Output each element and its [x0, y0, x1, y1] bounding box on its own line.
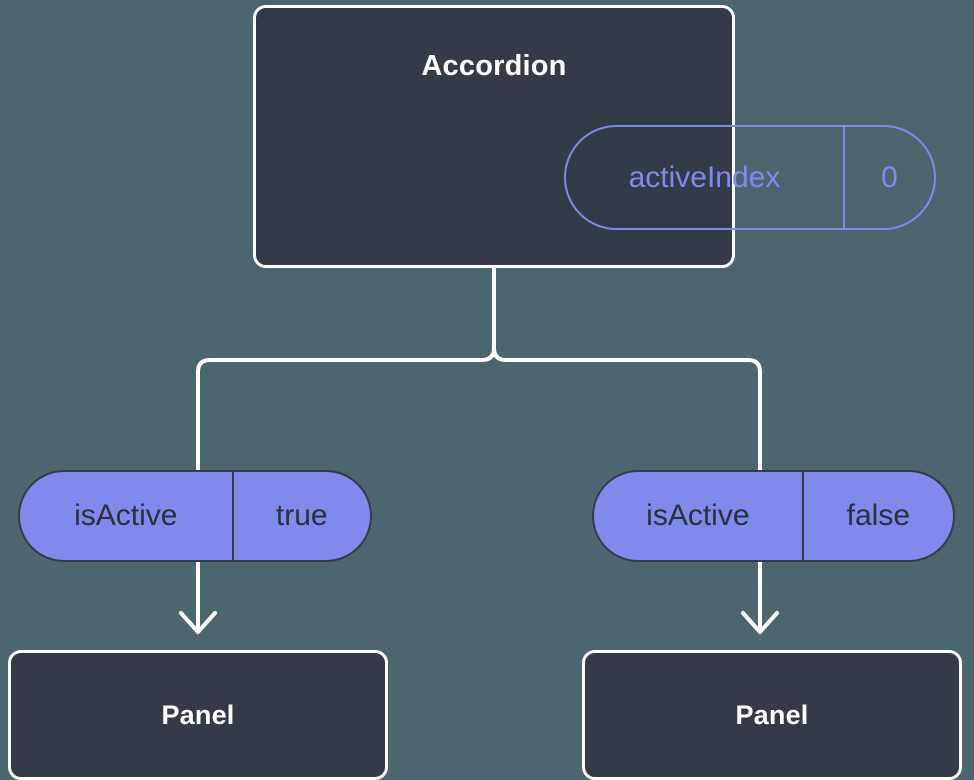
node-panel-left[interactable]: Panel: [8, 650, 388, 780]
state-badge-key: activeIndex: [628, 160, 781, 194]
node-panel-right[interactable]: Panel: [582, 650, 962, 780]
prop-badge-is-active-false[interactable]: isActive false: [592, 470, 955, 562]
state-badge-active-index[interactable]: activeIndex 0: [564, 125, 936, 230]
node-panel-right-title: Panel: [735, 699, 809, 730]
arrowhead-left-icon: [179, 611, 217, 634]
node-accordion-title: Accordion: [421, 50, 567, 82]
edge-root-to-right-prop: [492, 266, 762, 472]
prop-badge-value: true: [231, 472, 370, 560]
prop-badge-key: isActive: [646, 499, 750, 532]
arrowhead-right-icon: [741, 611, 779, 634]
prop-badge-is-active-true[interactable]: isActive true: [18, 470, 372, 562]
state-badge-value: 0: [842, 127, 934, 228]
node-accordion[interactable]: Accordion activeIndex 0: [253, 5, 936, 268]
edge-root-to-left-prop: [196, 266, 496, 472]
prop-badge-key: isActive: [74, 499, 178, 532]
node-panel-left-title: Panel: [161, 699, 235, 730]
prop-badge-value: false: [801, 472, 953, 560]
